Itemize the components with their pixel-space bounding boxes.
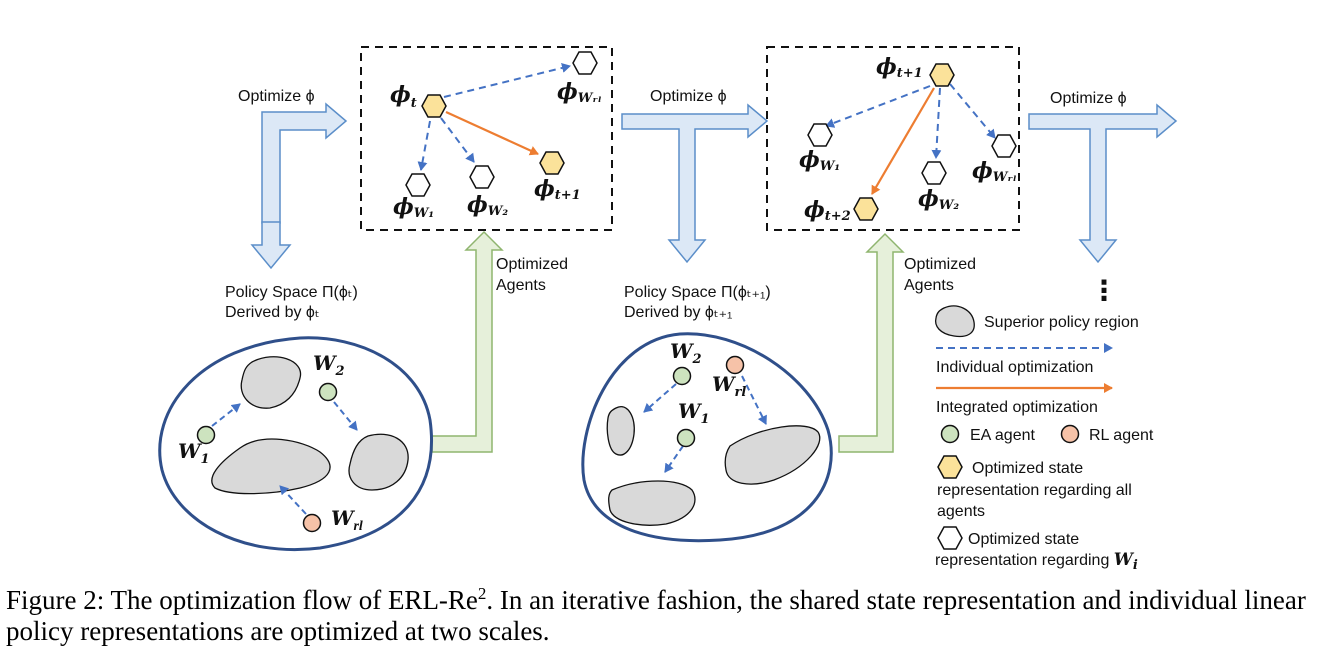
box2-phi-t1-label: ϕt+1 (876, 54, 923, 81)
space2-arrow-wrl (741, 375, 767, 425)
space2-w2-label: W2 (670, 339, 702, 367)
box2-arrow-to-t2 (871, 87, 935, 195)
space2-ea-agent-w2 (672, 366, 692, 386)
optimized-agents-1-line1: Optimized (496, 256, 568, 273)
space2-wrl-label: Wrl (712, 372, 746, 400)
box1-phi-t-label: ϕt (390, 82, 417, 111)
legend-individual-opt: Individual optimization (936, 359, 1093, 376)
space1-arrow-w1 (211, 403, 241, 427)
box2-hex-phi-wrl (991, 134, 1017, 158)
policy-space-2-region-b (724, 425, 821, 485)
legend-rl-agent: RL agent (1089, 427, 1154, 444)
space1-arrow-w2 (333, 401, 358, 431)
legend-opt-wi-line1: Optimized state (968, 531, 1079, 548)
box2-hex-phi-t2 (853, 197, 879, 221)
optimized-agents-2-line1: Optimized (904, 256, 976, 273)
legend-ea-swatch (940, 424, 960, 444)
legend-hex-all-swatch (937, 455, 963, 479)
box2-arrow-to-wrl (949, 83, 996, 139)
box2-phi-w2-label: ϕW₂ (918, 186, 959, 213)
policy-space-1-region-b (211, 438, 331, 495)
box1-phi-wrl-label: ϕWᵣₗ (557, 79, 602, 106)
representation-box-1 (360, 46, 613, 231)
optimized-agents-1-line2: Agents (496, 277, 546, 294)
space2-rl-agent (725, 355, 745, 375)
flow-arrow-down-1 (250, 221, 292, 270)
space2-arrow-w2 (643, 383, 677, 413)
box2-hex-phi-t1 (929, 63, 955, 87)
optimized-agents-2-line2: Agents (904, 277, 954, 294)
agents-arrow-1 (431, 230, 504, 453)
space2-w1-label: W1 (678, 399, 710, 427)
legend-hex-wi-swatch (937, 526, 963, 550)
space1-w2-label: W2 (313, 351, 345, 379)
box1-hex-phi-w1 (405, 173, 431, 197)
legend-rl-swatch (1060, 424, 1080, 444)
box1-hex-phi-t (421, 94, 447, 118)
policy-space-2-line2: Derived by ϕₜ₊₁ (624, 304, 732, 321)
space2-ea-agent-w1 (676, 428, 696, 448)
space1-ea-agent-w2 (318, 382, 338, 402)
figure-caption: Figure 2: The optimization flow of ERL-R… (6, 584, 1306, 646)
space1-w1-label: W1 (178, 439, 210, 467)
policy-space-2-line1: Policy Space Π(ϕₜ₊₁) (624, 284, 771, 301)
flow-arrow-3 (1028, 103, 1178, 264)
box1-phi-w1-label: ϕW₁ (393, 194, 434, 221)
policy-space-1-region-c (348, 433, 409, 491)
box1-arrow-to-w2 (440, 117, 475, 163)
legend-region-swatch (934, 305, 975, 338)
caption-superscript: 2 (477, 584, 487, 603)
box2-hex-phi-w2 (921, 161, 947, 185)
legend-ea-agent: EA agent (970, 427, 1036, 444)
legend-opt-all-line1: Optimized state (972, 460, 1083, 477)
box1-arrow-to-t1 (445, 110, 539, 156)
space1-wrl-label: Wrl (331, 506, 363, 534)
box2-phi-t2-label: ϕt+2 (804, 197, 851, 224)
legend-opt-wi-line2: representation regarding Wi (935, 550, 1138, 573)
legend-opt-all-line3: agents (937, 503, 985, 520)
space1-rl-agent (302, 513, 322, 533)
ellipsis-more-iterations: ⋮ (1090, 274, 1118, 307)
legend-opt-all-line2: representation regarding all (937, 482, 1132, 499)
box2-arrow-to-w2 (931, 87, 942, 159)
space2-arrow-w1 (664, 445, 684, 473)
box1-phi-t1-label: ϕt+1 (534, 176, 581, 203)
optimize-label-2: Optimize ϕ (650, 88, 727, 105)
box1-phi-w2-label: ϕW₂ (467, 192, 508, 219)
box1-hex-phi-w2 (469, 165, 495, 189)
box2-hex-phi-w1 (807, 123, 833, 147)
legend-superior-region: Superior policy region (984, 314, 1139, 331)
box2-arrow-to-w1 (825, 85, 931, 128)
policy-space-2-region-a (606, 406, 635, 456)
flow-arrow-2 (621, 103, 769, 264)
space1-arrow-wrl (279, 485, 307, 515)
space1-ea-agent-w1 (196, 425, 216, 445)
optimize-label-1: Optimize ϕ (238, 88, 315, 105)
agents-arrow-2 (838, 232, 905, 453)
flow-arrow-1 (261, 102, 348, 224)
box1-arrow-to-wrl (443, 63, 571, 98)
box1-hex-phi-t1 (539, 151, 565, 175)
policy-space-1-line2: Derived by ϕₜ (225, 304, 320, 321)
policy-space-2-region-c (608, 480, 696, 526)
policy-space-1-line1: Policy Space Π(ϕₜ) (225, 284, 358, 301)
legend: Superior policy region Individual optimi… (934, 305, 1154, 573)
box2-phi-w1-label: ϕW₁ (799, 147, 840, 174)
legend-integrated-opt: Integrated optimization (936, 399, 1098, 416)
box1-arrow-to-w1 (417, 120, 431, 171)
optimize-label-3: Optimize ϕ (1050, 90, 1127, 107)
box2-phi-wrl-label: ϕWᵣₗ (972, 158, 1017, 185)
diagram-svg: ϕt ϕt+1 ϕW₁ ϕW₂ ϕWᵣₗ ϕt+1 ϕt+2 ϕW₁ ϕW₂ ϕ… (158, 46, 1178, 573)
policy-space-1-region-a (240, 356, 302, 409)
representation-box-2 (766, 46, 1020, 231)
box1-hex-phi-wrl (572, 51, 598, 75)
